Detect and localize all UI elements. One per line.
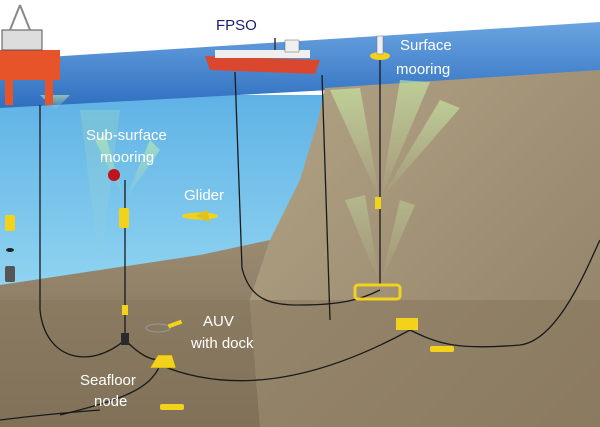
acoustic-beams [40, 80, 460, 285]
mooring-anchor-frame-icon [353, 197, 418, 330]
subsurface-mooring-label-line2: mooring [100, 149, 154, 166]
left-mooring-instruments [5, 215, 15, 282]
surface-mooring-label-line1: Surface [400, 37, 452, 54]
glider-icon [182, 210, 218, 222]
auv-label-line1: AUV [203, 313, 234, 330]
auv-label-line2: with dock [190, 335, 254, 352]
cable-junctions [160, 346, 454, 410]
surface-mooring-buoy-icon [370, 35, 390, 60]
seafloor-foreground [0, 300, 600, 427]
glider-label: Glider [184, 187, 224, 204]
surface-mooring-label-line2: mooring [396, 61, 450, 78]
auv-dock-icon [145, 319, 183, 333]
oil-platform-icon [0, 4, 60, 105]
fpso-ship-icon [205, 38, 320, 74]
seafloor-node-label-line1: Seafloor [80, 372, 136, 389]
subsurface-mooring-icon [108, 169, 129, 345]
subsurface-mooring-label-line1: Sub-surface [86, 127, 167, 144]
seafloor-node-label-line2: node [94, 393, 127, 410]
fpso-label: FPSO [216, 17, 257, 34]
seafloor-node-icon [149, 354, 177, 369]
